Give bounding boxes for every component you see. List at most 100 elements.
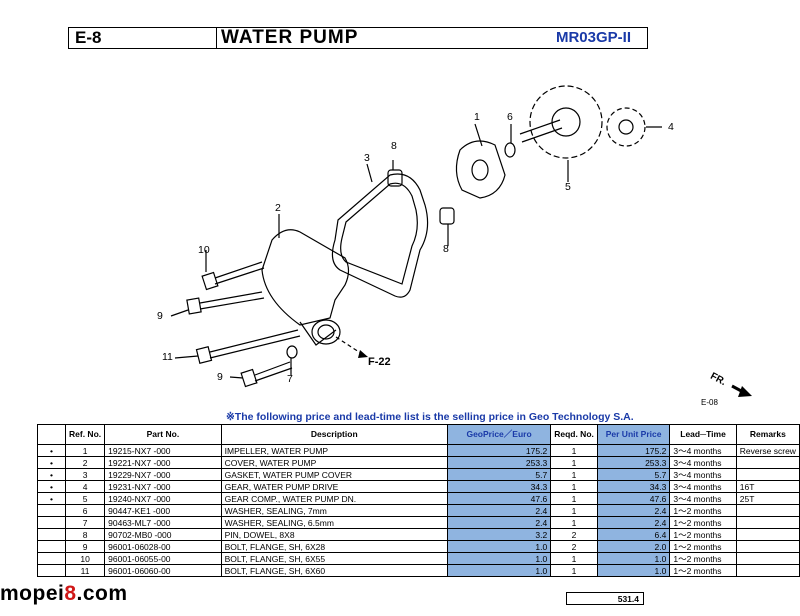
reqd-no-cell: 1 [550, 480, 598, 493]
row-marker-cell [36, 564, 67, 577]
washer-7 [286, 345, 298, 359]
callout-2: 2 [275, 202, 281, 214]
f22-arrow [358, 350, 368, 358]
row-marker-cell [36, 516, 67, 529]
lead-time-cell: 3〜4 months [669, 468, 737, 481]
geoprice-cell: 47.6 [446, 492, 552, 505]
exploded-diagram [170, 85, 752, 397]
geoprice-cell: 1.0 [446, 564, 552, 577]
reqd-no-cell: 2 [550, 540, 598, 553]
reqd-no-cell: 1 [550, 552, 598, 565]
geoprice-cell: 2.4 [446, 504, 552, 517]
description-cell: IMPELLER, WATER PUMP [220, 444, 448, 457]
washer-6 [504, 142, 516, 158]
watermark-part1: mopei [0, 582, 65, 605]
callout-8-right: 8 [443, 243, 449, 255]
description-cell: BOLT, FLANGE, SH, 6X55 [220, 552, 448, 565]
col-remarks: Remarks [735, 424, 800, 445]
dowel-pin-right [439, 207, 455, 225]
remarks-cell [735, 552, 800, 565]
remarks-cell [735, 540, 800, 553]
row-marker-cell: • [36, 492, 67, 505]
unit-price-cell: 253.3 [596, 456, 671, 469]
description-cell: WASHER, SEALING, 7mm [220, 504, 448, 517]
remarks-cell [735, 456, 800, 469]
unit-price-cell: 1.0 [596, 552, 671, 565]
ref-no-cell: 2 [65, 456, 106, 469]
description-cell: GEAR, WATER PUMP DRIVE [220, 480, 448, 493]
row-marker-cell [36, 504, 67, 517]
page-ref: E-08 [701, 398, 718, 407]
remarks-cell: 25T [735, 492, 800, 505]
part-no-cell: 90447-KE1 -000 [104, 504, 222, 517]
description-cell: PIN, DOWEL, 8X8 [220, 528, 448, 541]
dowel-pin-top [387, 169, 403, 187]
col-marker [36, 424, 67, 445]
description-cell: BOLT, FLANGE, SH, 6X60 [220, 564, 448, 577]
description-cell: GASKET, WATER PUMP COVER [220, 468, 448, 481]
ref-no-cell: 3 [65, 468, 106, 481]
part-no-cell: 19215-NX7 -000 [104, 444, 222, 457]
ref-no-cell: 1 [65, 444, 106, 457]
ref-no-cell: 8 [65, 528, 106, 541]
col-reqd-no: Reqd. No. [550, 424, 598, 445]
part-no-cell: 96001-06028-00 [104, 540, 222, 553]
part-no-cell: 96001-06055-00 [104, 552, 222, 565]
remarks-cell [735, 468, 800, 481]
bolt-10 [214, 261, 265, 285]
callout-9-top: 9 [157, 310, 163, 322]
part-no-cell: 19231-NX7 -000 [104, 480, 222, 493]
col-lead-time: Lead─Time [669, 424, 737, 445]
lead-time-cell: 1〜2 months [669, 516, 737, 529]
reqd-no-cell: 1 [550, 564, 598, 577]
watermark-part2: 8 [64, 582, 77, 605]
row-marker-cell [36, 552, 67, 565]
lead-time-cell: 3〜4 months [669, 456, 737, 469]
model-name: MR03GP-II [555, 29, 631, 46]
callout-4: 4 [668, 121, 674, 133]
geoprice-cell: 2.4 [446, 516, 552, 529]
reqd-no-cell: 1 [550, 516, 598, 529]
price-note: ※The following price and lead-time list … [226, 411, 634, 423]
reqd-no-cell: 1 [550, 468, 598, 481]
callout-6: 6 [507, 111, 513, 123]
impeller [455, 140, 506, 199]
row-marker-cell: • [36, 444, 67, 457]
pump-cover [261, 229, 350, 326]
row-marker-cell [36, 540, 67, 553]
remarks-cell [735, 516, 800, 529]
unit-price-cell: 2.4 [596, 516, 671, 529]
section-title: WATER PUMP [221, 27, 359, 48]
ref-no-cell: 7 [65, 516, 106, 529]
section-code: E-8 [69, 28, 217, 48]
part-no-cell: 96001-06060-00 [104, 564, 222, 577]
cover-outlet [311, 319, 341, 345]
lead-time-cell: 3〜4 months [669, 444, 737, 457]
callout-5: 5 [565, 181, 571, 193]
col-geoprice: GeoPrice／Euro [446, 424, 552, 445]
unit-price-cell: 5.7 [596, 468, 671, 481]
callout-10: 10 [198, 244, 210, 256]
col-description: Description [220, 424, 448, 445]
remarks-cell [735, 504, 800, 517]
row-marker-cell: • [36, 480, 67, 493]
callout-1: 1 [474, 111, 480, 123]
bolt-9-bottom [254, 361, 293, 382]
part-no-cell: 19229-NX7 -000 [104, 468, 222, 481]
geoprice-cell: 3.2 [446, 528, 552, 541]
geoprice-cell: 175.2 [446, 444, 552, 457]
remarks-cell: Reverse screw [735, 444, 800, 457]
reqd-no-cell: 2 [550, 528, 598, 541]
part-no-cell: 19240-NX7 -000 [104, 492, 222, 505]
remarks-cell: 16T [735, 480, 800, 493]
remarks-cell [735, 528, 800, 541]
unit-price-cell: 34.3 [596, 480, 671, 493]
